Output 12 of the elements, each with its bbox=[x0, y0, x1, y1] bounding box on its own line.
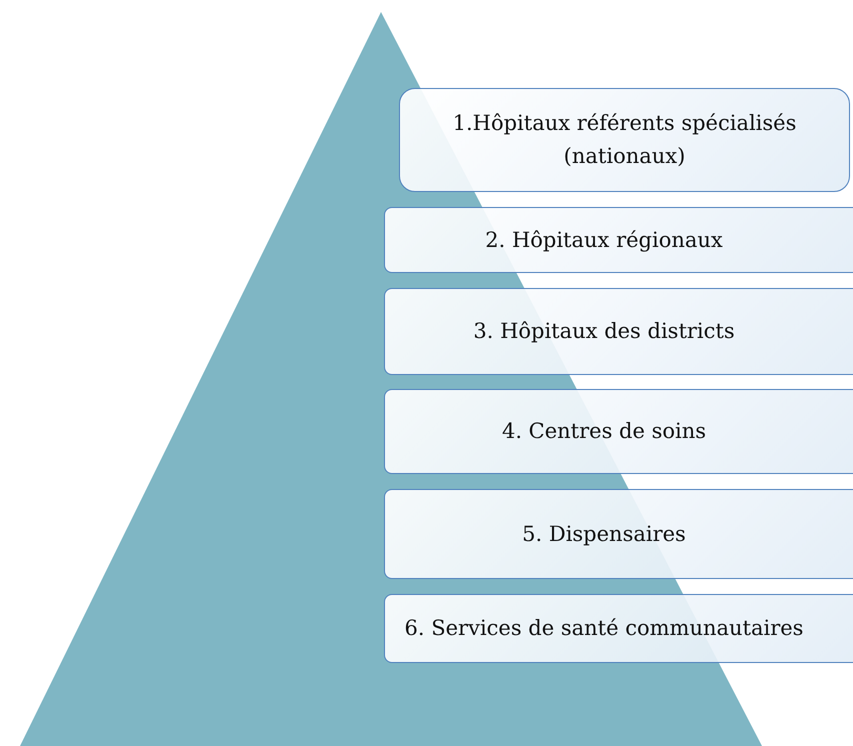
level-box bbox=[384, 207, 853, 273]
level-box bbox=[384, 489, 853, 579]
level-box bbox=[384, 288, 853, 375]
level-box bbox=[384, 594, 853, 663]
level-label: 3. Hôpitaux des districts bbox=[473, 318, 736, 346]
level-label: 1.Hôpitaux référents spécialisés (nationaux) bbox=[452, 110, 798, 170]
level-label: 2. Hôpitaux régionaux bbox=[485, 226, 724, 254]
level-box bbox=[399, 88, 850, 192]
level-label: 5. Dispensaires bbox=[522, 520, 687, 548]
level-label: 4. Centres de soins bbox=[502, 418, 708, 446]
level-label: 6. Services de santé communautaires bbox=[404, 615, 804, 642]
level-box bbox=[384, 389, 853, 474]
